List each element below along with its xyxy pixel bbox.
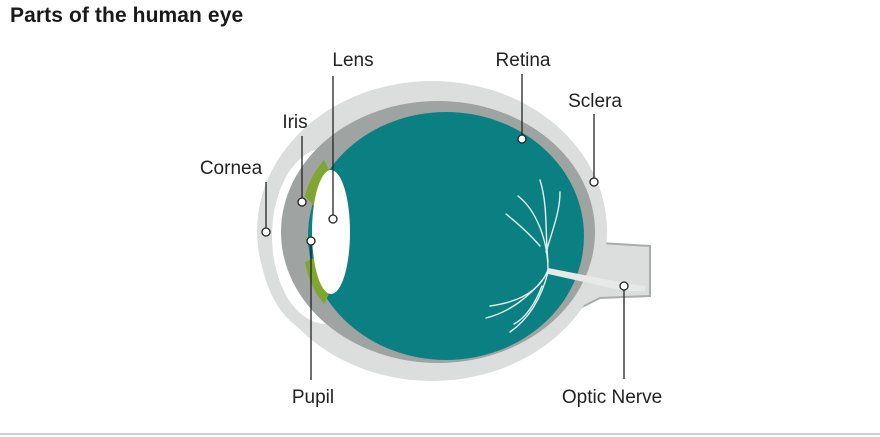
bottom-divider <box>0 433 880 435</box>
leader-retina <box>517 74 527 144</box>
leader-cornea <box>261 182 271 237</box>
lens-shape <box>312 170 350 294</box>
label-retina: Retina <box>496 50 551 71</box>
iris-upper <box>305 160 330 206</box>
diagram-title: Parts of the human eye <box>10 4 244 27</box>
label-sclera: Sclera <box>568 91 622 112</box>
label-optic-nerve: Optic Nerve <box>562 387 662 408</box>
leader-sclera <box>589 114 599 187</box>
leader-iris <box>297 136 307 207</box>
label-iris: Iris <box>282 112 307 133</box>
leader-optic-nerve <box>619 281 629 379</box>
retinal-vessels <box>485 179 561 333</box>
label-cornea: Cornea <box>200 158 263 179</box>
label-pupil: Pupil <box>292 387 334 408</box>
leader-lens <box>328 76 338 224</box>
leader-pupil <box>306 236 316 380</box>
label-lens: Lens <box>332 50 373 71</box>
vitreous-body <box>308 112 584 360</box>
